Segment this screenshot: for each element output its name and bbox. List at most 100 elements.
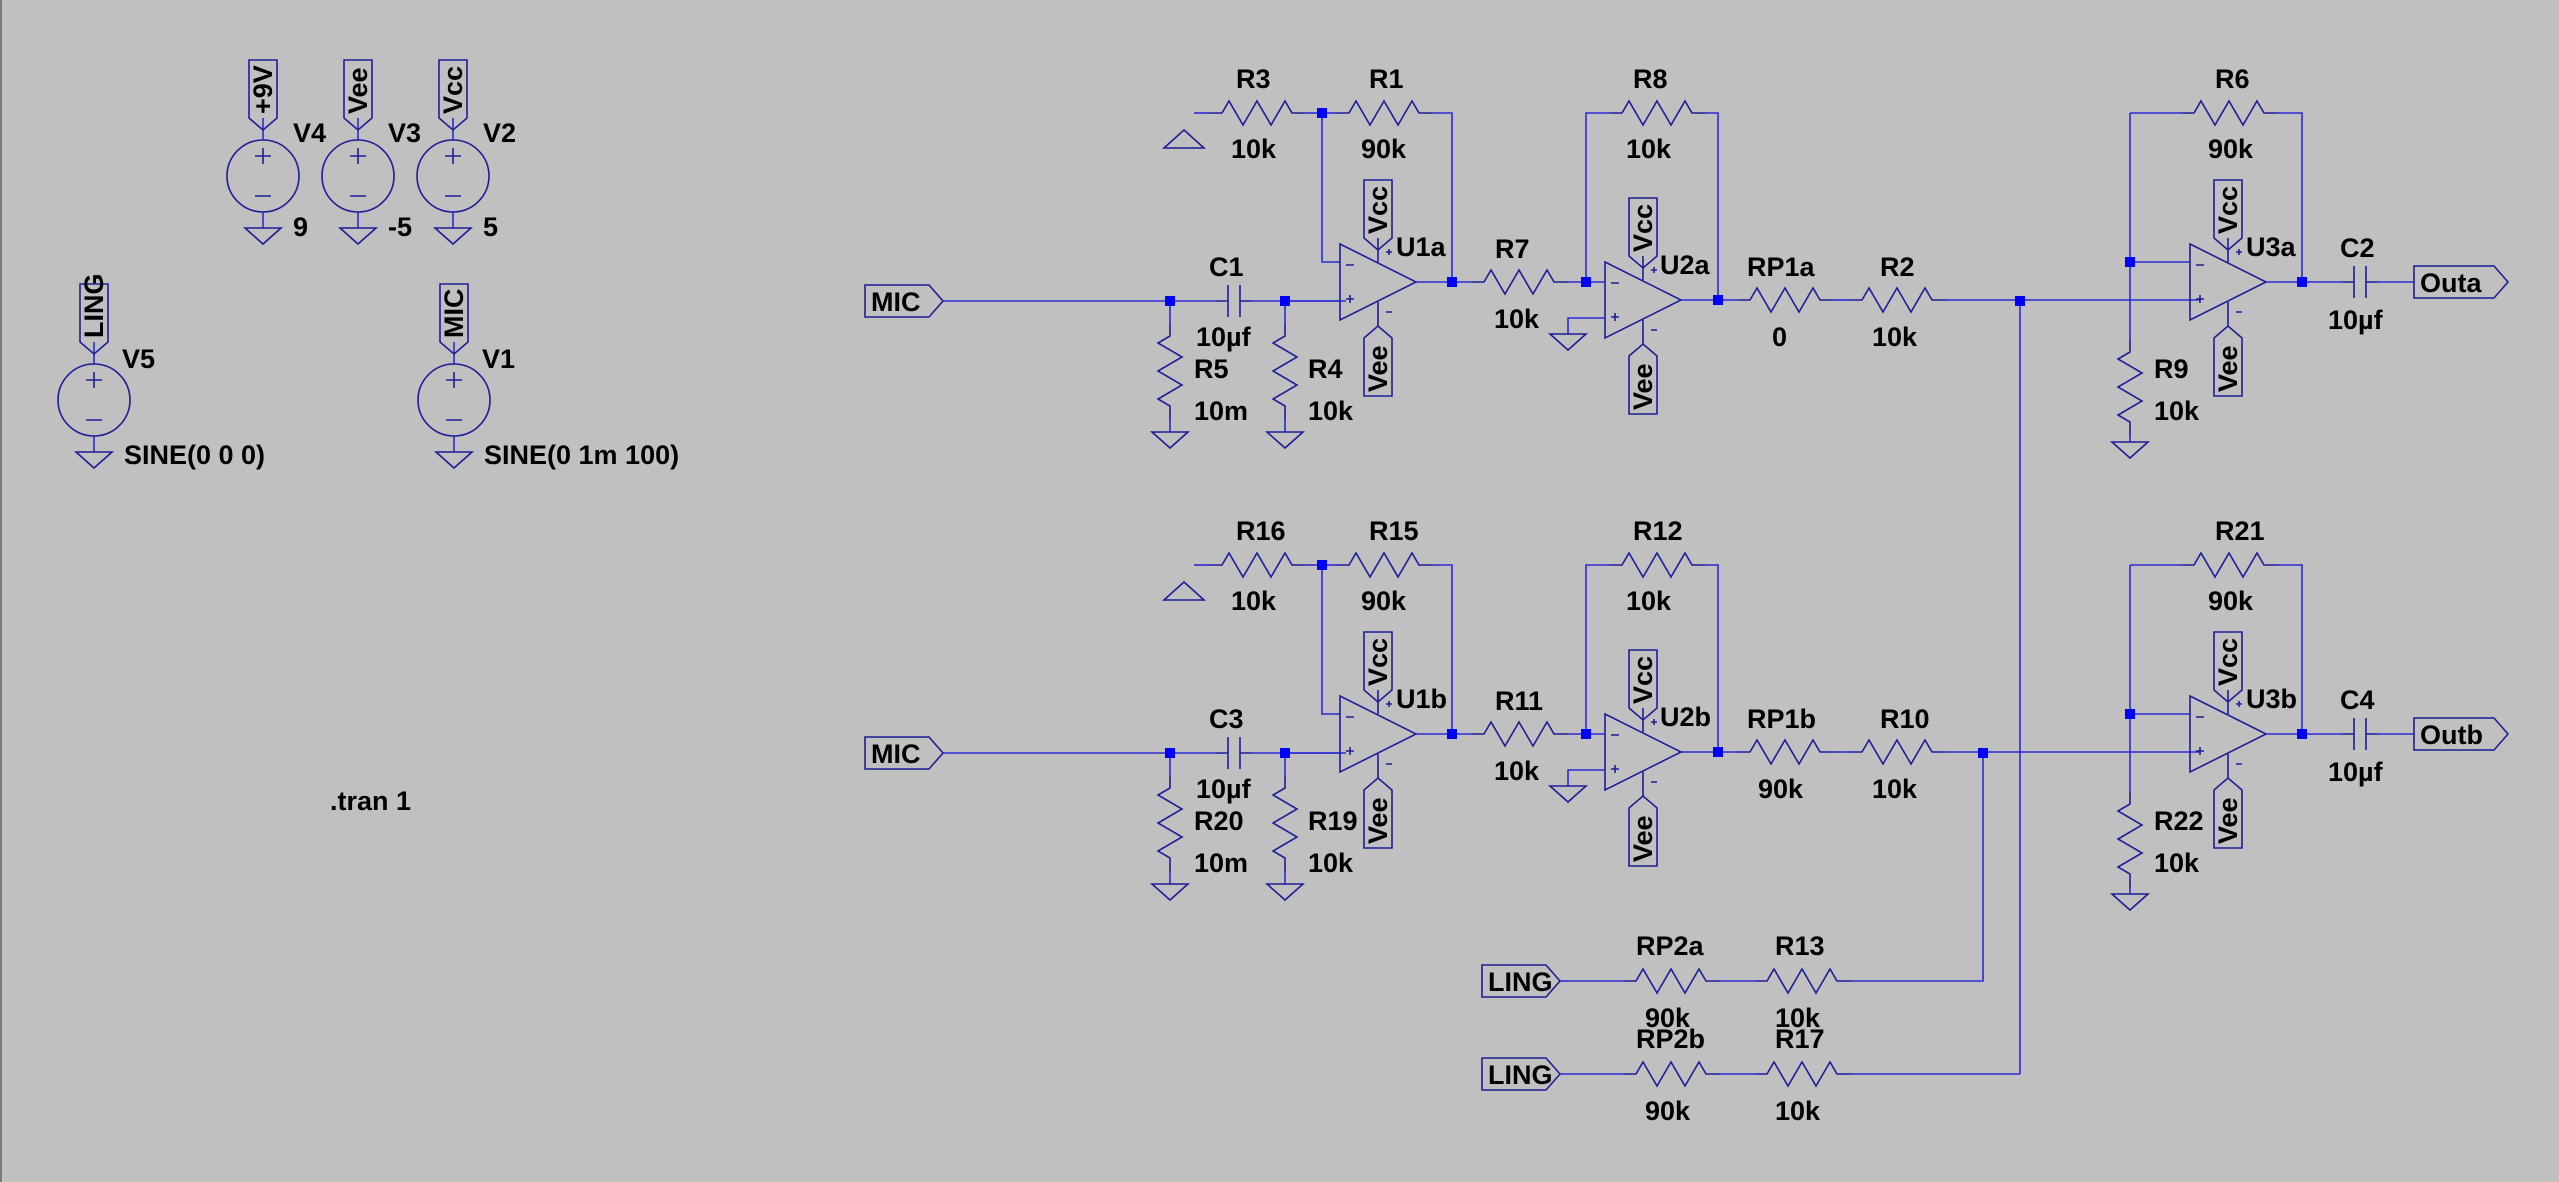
resistor-value: 10k	[1775, 1096, 1821, 1126]
wire	[2278, 112, 2303, 282]
port-flag	[2413, 265, 2510, 299]
resistor-symbol	[1610, 551, 1706, 579]
net-flag	[1628, 649, 1658, 722]
resistor-symbol	[1850, 738, 1946, 766]
resistor-value: 10k	[1494, 304, 1540, 334]
resistor-symbol	[1472, 268, 1568, 296]
capacitor-ref: C4	[2340, 685, 2375, 715]
junction-dot	[1978, 748, 1988, 758]
net-flag	[79, 283, 109, 356]
junction-dot	[1447, 729, 1457, 739]
wire	[1585, 564, 1610, 734]
junction-dot	[1713, 295, 1723, 305]
ground-symbol	[1264, 431, 1306, 450]
voltage-source-symbol	[57, 363, 131, 437]
junction-dot	[2297, 277, 2307, 287]
net-flag	[2213, 179, 2243, 252]
resistor-ref: R6	[2215, 64, 2250, 94]
wire	[1706, 112, 1719, 300]
junction-dot	[1713, 747, 1723, 757]
resistor-ref: R2	[1880, 252, 1915, 282]
resistor-symbol	[1610, 99, 1706, 127]
resistor-symbol	[1624, 1060, 1720, 1088]
resistor-value: 10k	[1308, 396, 1354, 426]
junction-dot	[2015, 296, 2025, 306]
resistor-symbol	[2182, 551, 2278, 579]
resistor-value: 10m	[1194, 396, 1248, 426]
wire	[1321, 565, 1340, 715]
resistor-ref: R3	[1236, 64, 1271, 94]
opamp-pin-signs	[1611, 734, 1619, 773]
spice-directive: .tran 1	[330, 786, 411, 816]
net-flag	[1628, 794, 1658, 867]
net-flag	[2213, 631, 2243, 704]
resistor-ref: R9	[2154, 354, 2189, 384]
opamp-symbol	[1339, 242, 1418, 322]
resistor-symbol	[1850, 286, 1946, 314]
opamp-pin-signs	[2196, 716, 2204, 755]
resistor-symbol	[1337, 551, 1433, 579]
opamp-symbol	[2189, 694, 2268, 774]
net-label: LING	[79, 274, 109, 339]
ground-symbol	[433, 451, 475, 470]
net-label: Vee	[1628, 363, 1658, 410]
resistor-value: 90k	[2208, 134, 2254, 164]
source-value: SINE(0 0 0)	[124, 440, 265, 470]
port-flag	[1481, 1057, 1562, 1091]
wire	[1585, 112, 1610, 282]
resistor-ref: R22	[2154, 806, 2204, 836]
resistor-ref: RP2a	[1636, 931, 1705, 961]
ground-symbol	[1161, 580, 1207, 601]
resistor-ref: R21	[2215, 516, 2265, 546]
junction-layer	[1165, 108, 2307, 758]
junction-dot	[1447, 277, 1457, 287]
ground-symbol	[337, 227, 379, 246]
port-label: Outb	[2420, 720, 2483, 750]
opamp-ref: U2a	[1660, 250, 1711, 280]
junction-dot	[1165, 748, 1175, 758]
resistor-ref: RP2b	[1636, 1024, 1705, 1054]
resistor-symbol	[1210, 551, 1306, 579]
voltage-source-polarity	[350, 148, 366, 197]
resistor-symbol	[1624, 967, 1720, 995]
port-flag	[2413, 717, 2510, 751]
resistor-value: 10k	[1231, 586, 1277, 616]
opamp-ref: U2b	[1660, 702, 1711, 732]
net-label: Vcc	[2213, 638, 2243, 686]
ground-symbol	[1547, 333, 1589, 352]
resistor-ref: R4	[1308, 354, 1343, 384]
net-label: Vee	[2213, 797, 2243, 844]
junction-dot	[2297, 729, 2307, 739]
opamp-supply-signs	[2236, 701, 2242, 765]
capacitor-symbol	[1216, 285, 1252, 317]
voltage-source-symbol	[321, 139, 395, 213]
junction-dot	[2125, 709, 2135, 719]
resistor-symbol	[1738, 738, 1834, 766]
opamp-symbol	[2189, 242, 2268, 322]
opamp-symbol	[1604, 260, 1683, 340]
net-flag	[1363, 179, 1393, 252]
ground-symbol	[2109, 893, 2151, 912]
ground-symbol	[432, 227, 474, 246]
ground-symbol	[73, 451, 115, 470]
resistor-symbol	[2116, 792, 2144, 888]
resistor-symbol	[1156, 776, 1184, 872]
voltage-source-polarity	[86, 372, 102, 421]
resistor-value: 10k	[2154, 396, 2200, 426]
junction-dot	[1280, 296, 1290, 306]
net-flag	[343, 59, 373, 132]
resistor-ref: R17	[1775, 1024, 1825, 1054]
wire-layer	[93, 112, 2414, 1075]
resistor-symbol	[2116, 340, 2144, 436]
capacitor-value: 10µf	[1196, 322, 1252, 352]
resistor-ref: R20	[1194, 806, 1244, 836]
opamp-symbol	[1339, 694, 1418, 774]
opamp-ref: U3a	[2246, 232, 2297, 262]
net-label: MIC	[439, 289, 469, 339]
net-flag	[2213, 776, 2243, 849]
port-label: LING	[1488, 967, 1553, 997]
wire	[1433, 564, 1453, 734]
resistor-ref: R5	[1194, 354, 1229, 384]
